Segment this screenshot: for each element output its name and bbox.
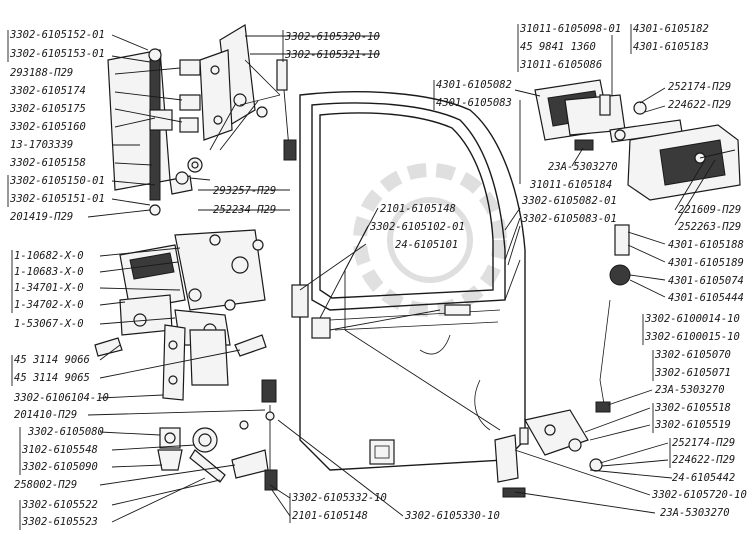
label-3302-6105102-01: 3302-6105102-01 (369, 221, 465, 233)
label-3302-6105153-01: 3302-6105153-01 (9, 48, 105, 60)
lock-mechanism (94, 229, 267, 401)
label-4301-6105444: 4301-6105444 (668, 292, 744, 304)
label-258002: 258002-П29 (14, 479, 77, 491)
label-4301-6105189: 4301-6105189 (668, 257, 744, 269)
label-31011-6105098-01: 31011-6105098-01 (519, 23, 621, 35)
label-252174-a: 252174-П29 (668, 81, 731, 93)
label-brackets (7, 24, 671, 530)
label-3302-6105519: 3302-6105519 (654, 419, 731, 431)
outside-handle (534, 79, 683, 151)
label-23a-5303270-b: 23А-5303270 (655, 384, 725, 396)
label-4301-6105188: 4301-6105188 (668, 239, 744, 251)
label-3302-6105518: 3302-6105518 (654, 402, 731, 414)
label-31011-6105086: 31011-6105086 (519, 59, 602, 71)
label-3302-6100014-10: 3302-6100014-10 (644, 313, 740, 325)
label-45-9841-1360: 45 9841 1360 (520, 41, 596, 53)
label-3302-6105151-01: 3302-6105151-01 (9, 193, 105, 205)
upper-hinge (107, 48, 201, 216)
label-4301-6105183: 4301-6105183 (633, 41, 709, 53)
label-24-6105442: 24-6105442 (672, 472, 735, 484)
label-1-10683: 1-10683-X-0 (14, 266, 84, 278)
label-2101-6105148-a: 2101-6105148 (380, 203, 456, 215)
label-3302-6105083-01: 3302-6105083-01 (521, 213, 617, 225)
label-3302-6105320-10: 3302-6105320-10 (284, 31, 380, 43)
watermark-gear (353, 163, 507, 317)
label-3302-6105332-10: 3302-6105332-10 (291, 492, 387, 504)
hinge-plate (175, 24, 297, 185)
label-3302-6105720-10: 3302-6105720-10 (651, 489, 747, 501)
label-3302-6105080: 3302-6105080 (27, 426, 104, 438)
label-2101-6105148-b: 2101-6105148 (292, 510, 368, 522)
label-1-53067: 1-53067-X-0 (14, 318, 84, 330)
label-201410: 201410-П29 (14, 409, 77, 421)
label-293257: 293257-П29 (213, 185, 276, 197)
label-4301-6105182: 4301-6105182 (633, 23, 709, 35)
label-201419: 201419-П29 (10, 211, 73, 223)
label-23a-5303270-c: 23А-5303270 (660, 507, 730, 519)
label-1-34701: 1-34701-X-0 (14, 282, 84, 294)
label-13-1703339: 13-1703339 (10, 139, 73, 151)
label-1-34702: 1-34702-X-0 (14, 299, 84, 311)
label-3302-6105070: 3302-6105070 (654, 349, 731, 361)
label-3302-6105174: 3302-6105174 (9, 85, 86, 97)
remote-lever (494, 299, 611, 498)
label-4301-6105082: 4301-6105082 (436, 79, 512, 91)
label-3302-6105321-10: 3302-6105321-10 (284, 49, 380, 61)
label-3302-6105330-10: 3302-6105330-10 (404, 510, 500, 522)
label-3302-6105158: 3302-6105158 (9, 157, 86, 169)
label-45-3114-9065: 45 3114 9065 (14, 372, 90, 384)
label-3302-6106104-10: 3302-6106104-10 (13, 392, 109, 404)
label-23a-5303270-a: 23А-5303270 (548, 161, 618, 173)
label-45-3114-9066: 45 3114 9066 (14, 354, 90, 366)
label-31011-6105184: 31011-6105184 (529, 179, 612, 191)
label-3302-6105150-01: 3302-6105150-01 (9, 175, 105, 187)
label-1-10682: 1-10682-X-0 (14, 250, 84, 262)
label-3302-6105152-01: 3302-6105152-01 (9, 29, 105, 41)
label-4301-6105074: 4301-6105074 (668, 275, 744, 287)
label-293188: 293188-П29 (10, 67, 73, 79)
label-3302-6105071: 3302-6105071 (654, 367, 731, 379)
label-3302-6105090: 3302-6105090 (21, 461, 98, 473)
label-252263: 252263-П29 (678, 221, 741, 233)
label-221609: 221609-П29 (678, 204, 741, 216)
lock-cylinder (157, 379, 278, 491)
label-3302-6100015-10: 3302-6100015-10 (644, 331, 740, 343)
label-3302-6105522: 3302-6105522 (21, 499, 98, 511)
label-252174-b: 252174-П29 (672, 437, 735, 449)
label-224622-a: 224622-П29 (668, 99, 731, 111)
leader-lines (87, 34, 716, 523)
label-3302-6105082-01: 3302-6105082-01 (521, 195, 617, 207)
label-252234: 252234-П29 (213, 204, 276, 216)
label-4301-6105083: 4301-6105083 (436, 97, 512, 109)
label-3102-6105548: 3102-6105548 (21, 444, 98, 456)
label-3302-6105523: 3302-6105523 (21, 516, 98, 528)
label-224622-b: 224622-П29 (672, 454, 735, 466)
part-labels: 3302-6105152-01 3302-6105153-01 293188-П… (9, 23, 747, 528)
inner-handle (609, 124, 741, 286)
rods (291, 259, 521, 431)
label-24-6105101: 24-6105101 (395, 239, 458, 251)
label-3302-6105175: 3302-6105175 (9, 103, 86, 115)
label-3302-6105160: 3302-6105160 (9, 121, 86, 133)
